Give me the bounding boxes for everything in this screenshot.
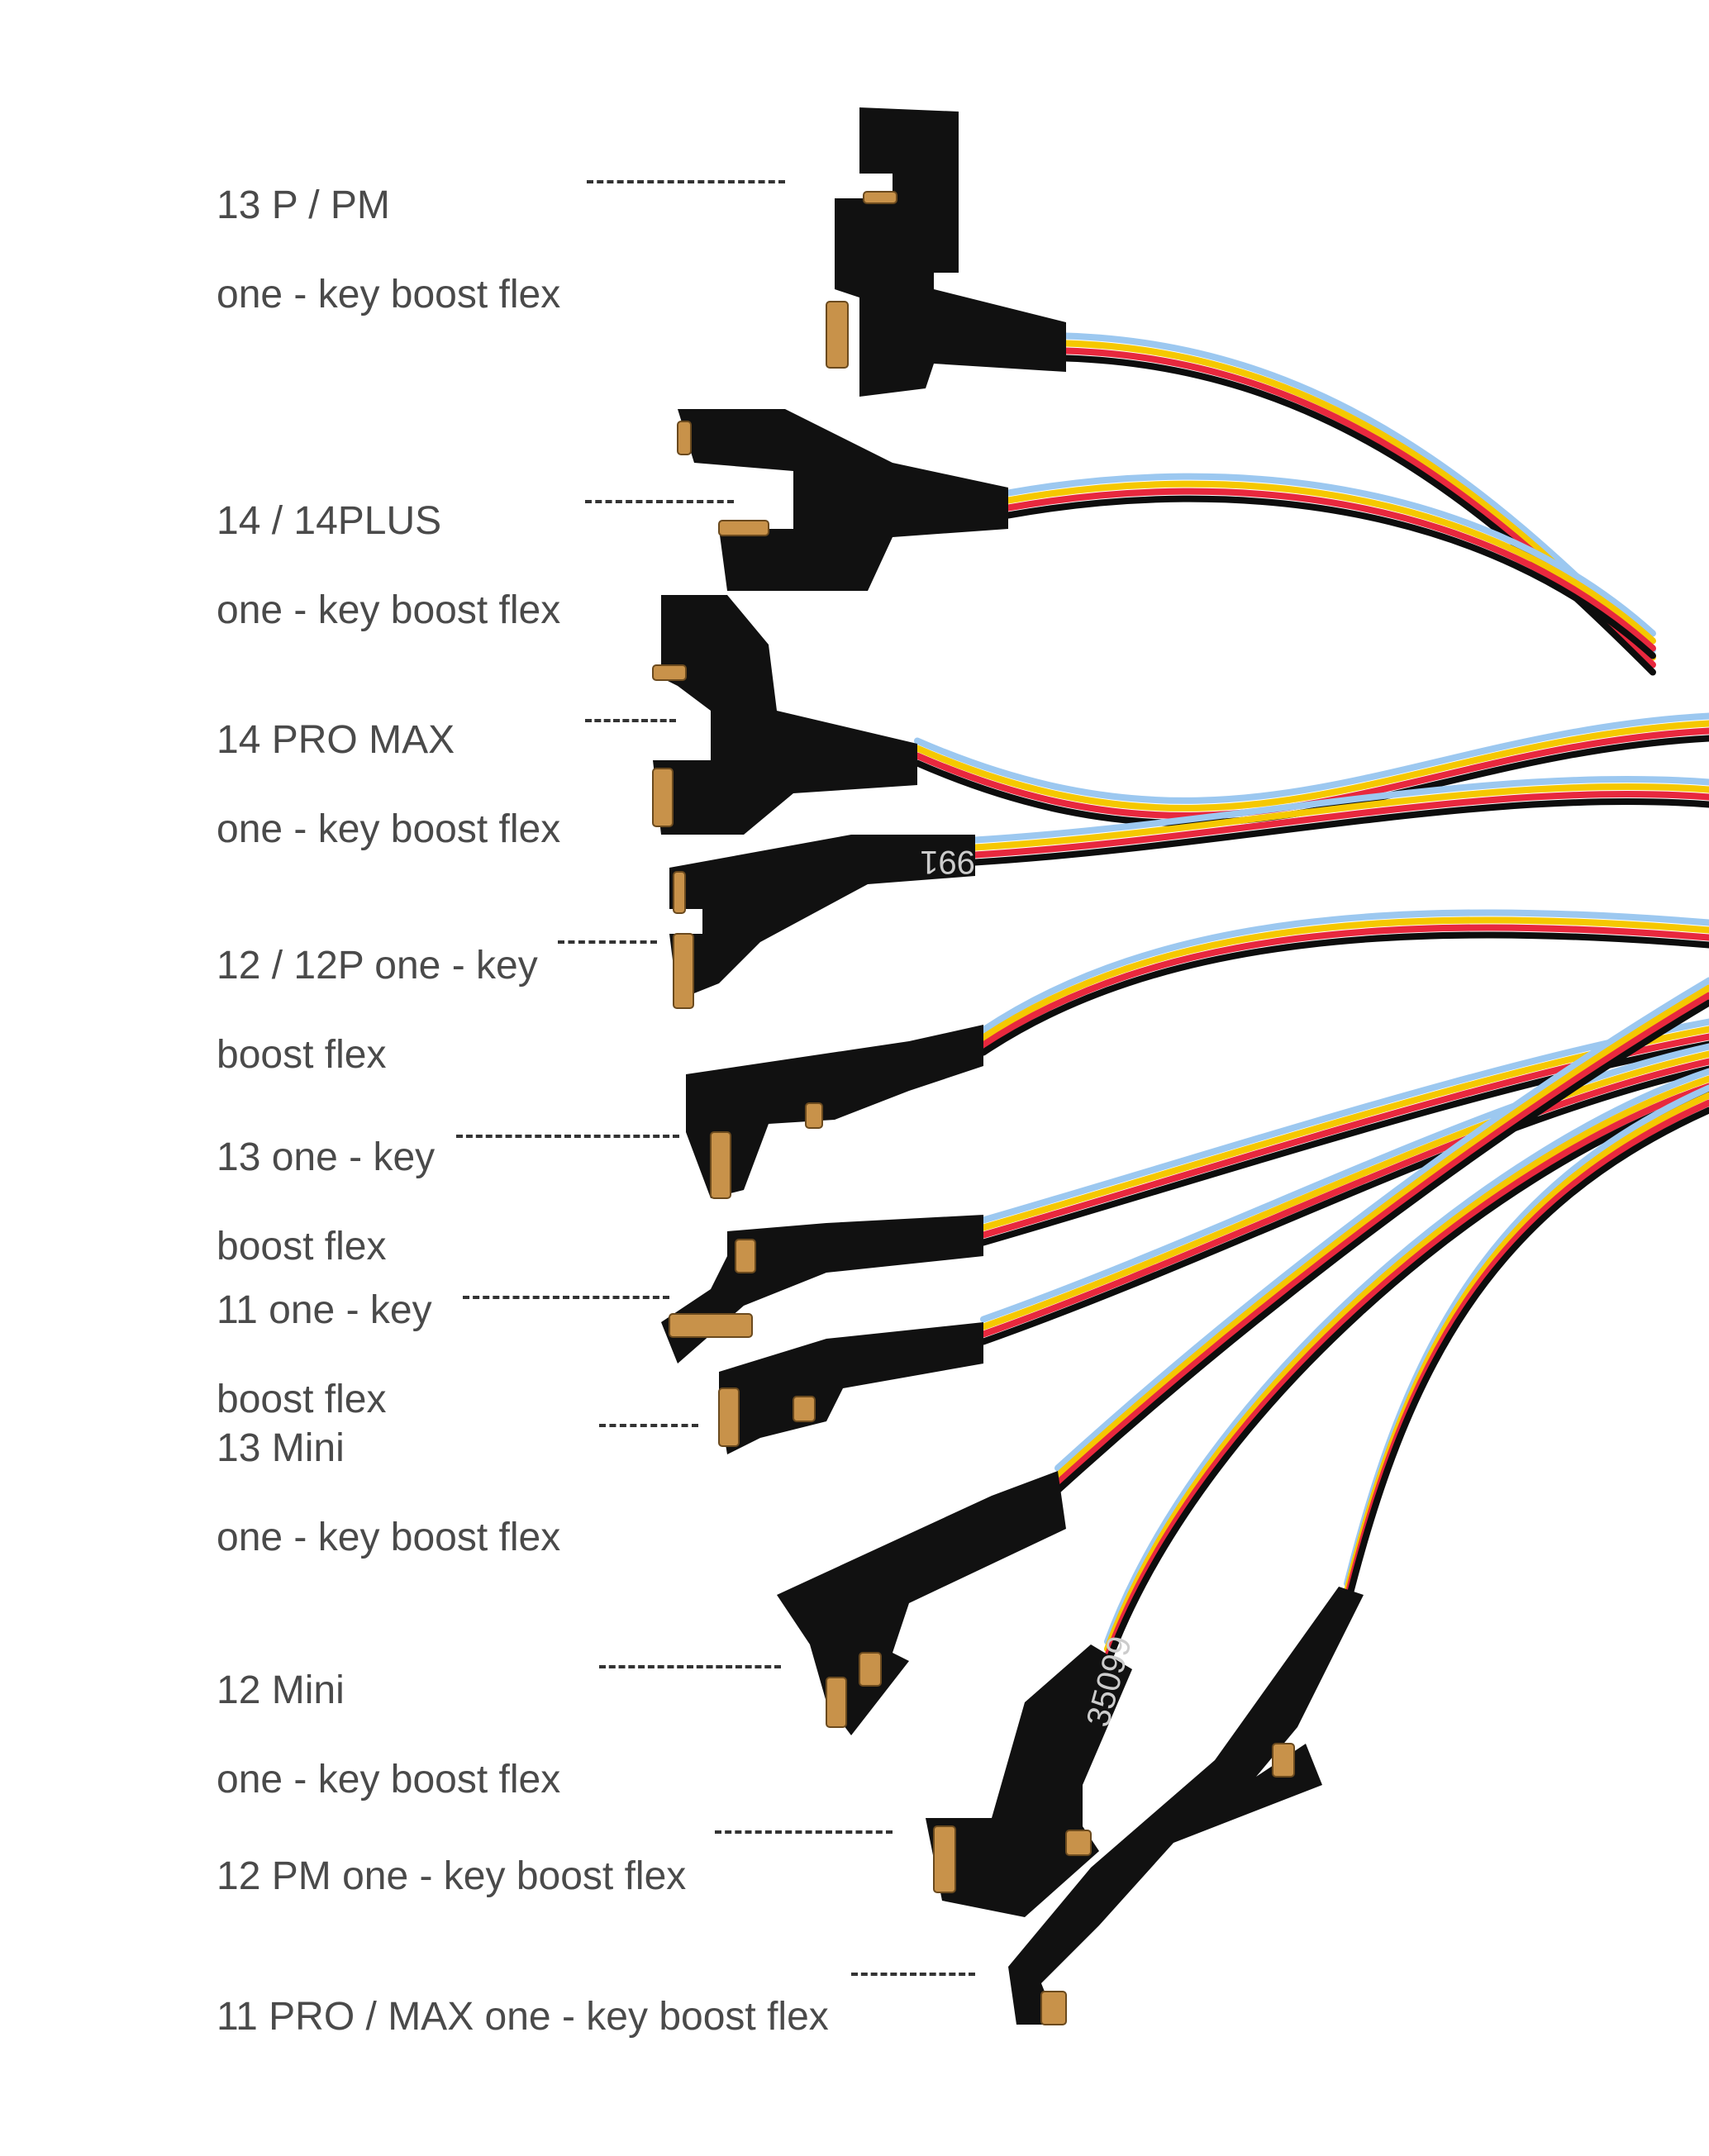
connector-3-0 bbox=[673, 871, 686, 914]
label-14-pro-max-line1: 14 PRO MAX bbox=[217, 718, 455, 762]
leader-12-12p bbox=[558, 940, 657, 944]
label-11: 11 one - key boost flex bbox=[217, 1244, 432, 1467]
wire-7-3 bbox=[1054, 999, 1709, 1494]
wire-4-0 bbox=[980, 909, 1709, 1034]
leader-11 bbox=[463, 1296, 669, 1299]
leader-13p-pm bbox=[587, 180, 785, 183]
leader-14-pro-max bbox=[585, 719, 676, 722]
flex-board-1 bbox=[678, 409, 1008, 591]
flex-board-6 bbox=[719, 1322, 983, 1454]
wire-6-1 bbox=[980, 1050, 1709, 1330]
leader-13-mini bbox=[599, 1424, 698, 1427]
wire-2-1 bbox=[914, 720, 1709, 811]
wire-1-0 bbox=[1005, 473, 1656, 637]
connector-4-1 bbox=[710, 1131, 731, 1199]
connector-6-0 bbox=[718, 1387, 740, 1447]
connector-5-0 bbox=[735, 1239, 756, 1273]
label-11-pro-max: 11 PRO / MAX one - key boost flex bbox=[217, 1950, 829, 2084]
wire-3-1 bbox=[972, 783, 1709, 851]
label-12-pm-line1: 12 PM one - key boost flex bbox=[217, 1854, 687, 1898]
wire-6-0 bbox=[980, 1043, 1709, 1323]
connector-6-1 bbox=[793, 1396, 816, 1422]
wire-4-2 bbox=[980, 924, 1709, 1049]
wire-8-1 bbox=[1104, 1075, 1709, 1653]
label-13-mini: 13 Mini one - key boost flex bbox=[217, 1382, 560, 1605]
label-13: 13 one - key boost flex bbox=[217, 1091, 435, 1314]
label-12-pm: 12 PM one - key boost flex bbox=[217, 1810, 686, 1944]
label-14-14plus-line1: 14 / 14PLUS bbox=[217, 499, 442, 543]
connector-3-1 bbox=[673, 933, 694, 1009]
leader-12-mini bbox=[599, 1665, 781, 1668]
wire-8-2 bbox=[1104, 1083, 1709, 1660]
label-13p-pm-line1: 13 P / PM bbox=[217, 183, 390, 227]
connector-0-0 bbox=[863, 191, 897, 204]
connector-1-1 bbox=[718, 520, 769, 536]
label-13p-pm-line2: one - key boost flex bbox=[217, 273, 561, 316]
wire-6-3 bbox=[980, 1065, 1709, 1345]
leader-13 bbox=[456, 1135, 679, 1138]
wire-bundles bbox=[914, 332, 1709, 1668]
wire-6-2 bbox=[980, 1058, 1709, 1338]
connector-9-1 bbox=[1040, 1991, 1067, 2025]
label-13-mini-line1: 13 Mini bbox=[217, 1426, 345, 1470]
label-13-line1: 13 one - key bbox=[217, 1135, 436, 1179]
leader-14-14plus bbox=[585, 500, 734, 503]
leader-12-pm bbox=[715, 1830, 893, 1834]
label-12-mini: 12 Mini one - key boost flex bbox=[217, 1624, 560, 1847]
label-12-12p-line2: boost flex bbox=[217, 1033, 387, 1077]
connector-9-0 bbox=[1272, 1743, 1295, 1778]
label-12-mini-line1: 12 Mini bbox=[217, 1668, 345, 1712]
label-12-mini-line2: one - key boost flex bbox=[217, 1758, 561, 1801]
label-11-line1: 11 one - key bbox=[217, 1288, 432, 1332]
connector-8-0 bbox=[933, 1825, 956, 1893]
connector-5-1 bbox=[669, 1313, 753, 1338]
wire-1-3 bbox=[1005, 495, 1656, 659]
label-12-12p: 12 / 12P one - key boost flex bbox=[217, 899, 538, 1122]
flex-board-3 bbox=[669, 835, 975, 1000]
flex-boards bbox=[652, 107, 1364, 2025]
flex-board-4 bbox=[686, 1025, 983, 1198]
connector-1-0 bbox=[677, 421, 692, 455]
connector-7-0 bbox=[859, 1652, 882, 1687]
wire-2-0 bbox=[914, 712, 1709, 804]
label-14-14plus: 14 / 14PLUS one - key boost flex bbox=[217, 455, 560, 678]
wire-7-1 bbox=[1054, 984, 1709, 1479]
wire-9-3 bbox=[1344, 1107, 1709, 1610]
flex-marking-991: 991 bbox=[920, 844, 975, 880]
connector-2-0 bbox=[652, 664, 687, 681]
flex-board-9 bbox=[1008, 1587, 1364, 2025]
label-12-12p-line1: 12 / 12P one - key bbox=[217, 944, 538, 988]
flex-board-2 bbox=[653, 595, 917, 835]
flex-board-0 bbox=[835, 107, 1066, 397]
label-14-pro-max: 14 PRO MAX one - key boost flex bbox=[217, 673, 560, 897]
label-14-pro-max-line2: one - key boost flex bbox=[217, 807, 561, 851]
connector-0-1 bbox=[826, 301, 849, 369]
connector-4-0 bbox=[805, 1102, 823, 1129]
label-11-line2: boost flex bbox=[217, 1378, 387, 1421]
label-11-pro-max-line1: 11 PRO / MAX one - key boost flex bbox=[217, 1995, 829, 2039]
label-13-mini-line2: one - key boost flex bbox=[217, 1516, 561, 1559]
wire-1-2 bbox=[1005, 488, 1656, 652]
leader-11-pro-max bbox=[851, 1973, 975, 1976]
wire-7-0 bbox=[1054, 977, 1709, 1472]
connector-2-1 bbox=[652, 768, 674, 827]
flex-board-7 bbox=[777, 1471, 1066, 1735]
label-13-line2: boost flex bbox=[217, 1225, 387, 1268]
wire-8-0 bbox=[1104, 1068, 1709, 1645]
wire-4-3 bbox=[980, 931, 1709, 1056]
label-13p-pm: 13 P / PM one - key boost flex bbox=[217, 139, 560, 362]
connector-8-1 bbox=[1065, 1830, 1092, 1856]
wire-1-1 bbox=[1005, 480, 1656, 645]
wire-8-3 bbox=[1104, 1090, 1709, 1668]
wire-3-3 bbox=[972, 797, 1709, 866]
connector-7-1 bbox=[826, 1677, 847, 1728]
wire-7-2 bbox=[1054, 992, 1709, 1487]
wire-4-1 bbox=[980, 916, 1709, 1041]
wire-3-2 bbox=[972, 790, 1709, 859]
wire-3-0 bbox=[972, 775, 1709, 844]
label-14-14plus-line2: one - key boost flex bbox=[217, 588, 561, 632]
